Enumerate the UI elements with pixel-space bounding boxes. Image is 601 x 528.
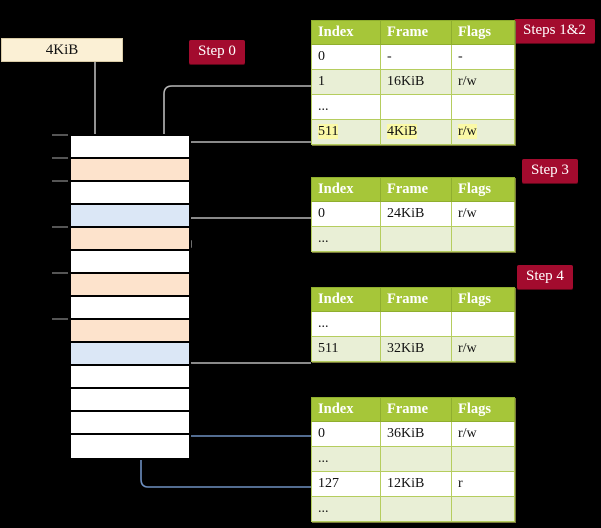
cell-index: ...	[311, 226, 381, 252]
cell-flags: r/w	[451, 421, 515, 447]
cell-index: ...	[311, 94, 381, 120]
source-block-4kib: 4KiB	[1, 38, 123, 62]
cell-flags: r/w	[451, 336, 515, 362]
memory-frame-row	[71, 251, 189, 274]
column-header-index: Index	[311, 397, 381, 422]
wire-t1r511-lead	[183, 141, 311, 151]
cell-index: 0	[311, 421, 381, 447]
memory-frame-row	[71, 435, 189, 458]
table-row: 0--	[311, 44, 515, 70]
wire-t3r511-to-mem	[178, 288, 311, 364]
cell-flags: r/w	[451, 69, 515, 95]
cell-flags: r	[451, 471, 515, 497]
table-row: ...	[311, 311, 515, 337]
cell-flags: r/w	[451, 119, 515, 145]
cell-flags	[451, 226, 515, 252]
table-row: 511 4KiB r/w	[311, 119, 515, 145]
column-header-index: Index	[311, 20, 381, 45]
column-header-index: Index	[311, 287, 381, 312]
cell-index: 511	[311, 119, 381, 145]
memory-frame-row	[71, 274, 189, 297]
cell-frame	[380, 496, 452, 522]
cell-index: 0	[311, 44, 381, 70]
memory-frame-row	[71, 159, 189, 182]
column-header-flags: Flags	[451, 287, 515, 312]
memory-tick	[52, 134, 68, 136]
memory-frame-row	[71, 412, 189, 435]
cell-index: ...	[311, 446, 381, 472]
badge-step-4: Step 4	[517, 265, 573, 289]
cell-flags: -	[451, 44, 515, 70]
cell-index: 511	[311, 336, 381, 362]
column-header-frame: Frame	[380, 20, 452, 45]
highlighted-value: r/w	[458, 124, 477, 139]
table-row: ...	[311, 496, 515, 522]
cell-frame: 4KiB	[380, 119, 452, 145]
column-header-frame: Frame	[380, 177, 452, 202]
badge-step-3: Step 3	[522, 159, 578, 183]
cell-frame	[380, 94, 452, 120]
memory-frame-row	[71, 297, 189, 320]
cell-flags	[451, 496, 515, 522]
cell-flags	[451, 94, 515, 120]
memory-frame-row	[71, 205, 189, 228]
memory-tick	[52, 180, 68, 182]
cell-frame: 24KiB	[380, 201, 452, 227]
memory-frame-row	[71, 366, 189, 389]
column-header-flags: Flags	[451, 20, 515, 45]
cell-frame: 32KiB	[380, 336, 452, 362]
table-row: ...	[311, 446, 515, 472]
memory-tick	[52, 157, 68, 159]
cell-frame	[380, 226, 452, 252]
column-header-flags: Flags	[451, 177, 515, 202]
memory-frame-row	[71, 182, 189, 205]
cell-index: 0	[311, 201, 381, 227]
cell-frame: -	[380, 44, 452, 70]
highlighted-value: 4KiB	[387, 124, 418, 139]
highlighted-value: 511	[318, 124, 339, 139]
memory-frame-row	[71, 320, 189, 343]
memory-frame-row	[71, 343, 189, 366]
column-header-frame: Frame	[380, 287, 452, 312]
table-row: ...	[311, 226, 515, 252]
column-header-flags: Flags	[451, 397, 515, 422]
cell-frame: 36KiB	[380, 421, 452, 447]
cell-index: ...	[311, 496, 381, 522]
memory-frame-row	[71, 228, 189, 251]
cell-index: ...	[311, 311, 381, 337]
cell-frame: 16KiB	[380, 69, 452, 95]
cell-frame	[380, 311, 452, 337]
badge-steps-1-2: Steps 1&2	[514, 19, 595, 43]
column-header-frame: Frame	[380, 397, 452, 422]
memory-tick	[52, 272, 68, 274]
badge-step-0: Step 0	[189, 40, 245, 64]
source-block-label: 4KiB	[45, 42, 79, 58]
cell-flags: r/w	[451, 201, 515, 227]
cell-flags	[451, 311, 515, 337]
cell-index: 1	[311, 69, 381, 95]
column-header-index: Index	[311, 177, 381, 202]
cell-frame: 12KiB	[380, 471, 452, 497]
table-row: ...	[311, 94, 515, 120]
memory-tick	[52, 318, 68, 320]
physical-memory-column	[69, 134, 191, 460]
cell-index: 127	[311, 471, 381, 497]
memory-frame-row	[71, 136, 189, 159]
cell-flags	[451, 446, 515, 472]
wire-t2r0-to-mem	[183, 217, 311, 248]
cell-frame	[380, 446, 452, 472]
memory-frame-row	[71, 389, 189, 412]
memory-tick	[52, 226, 68, 228]
